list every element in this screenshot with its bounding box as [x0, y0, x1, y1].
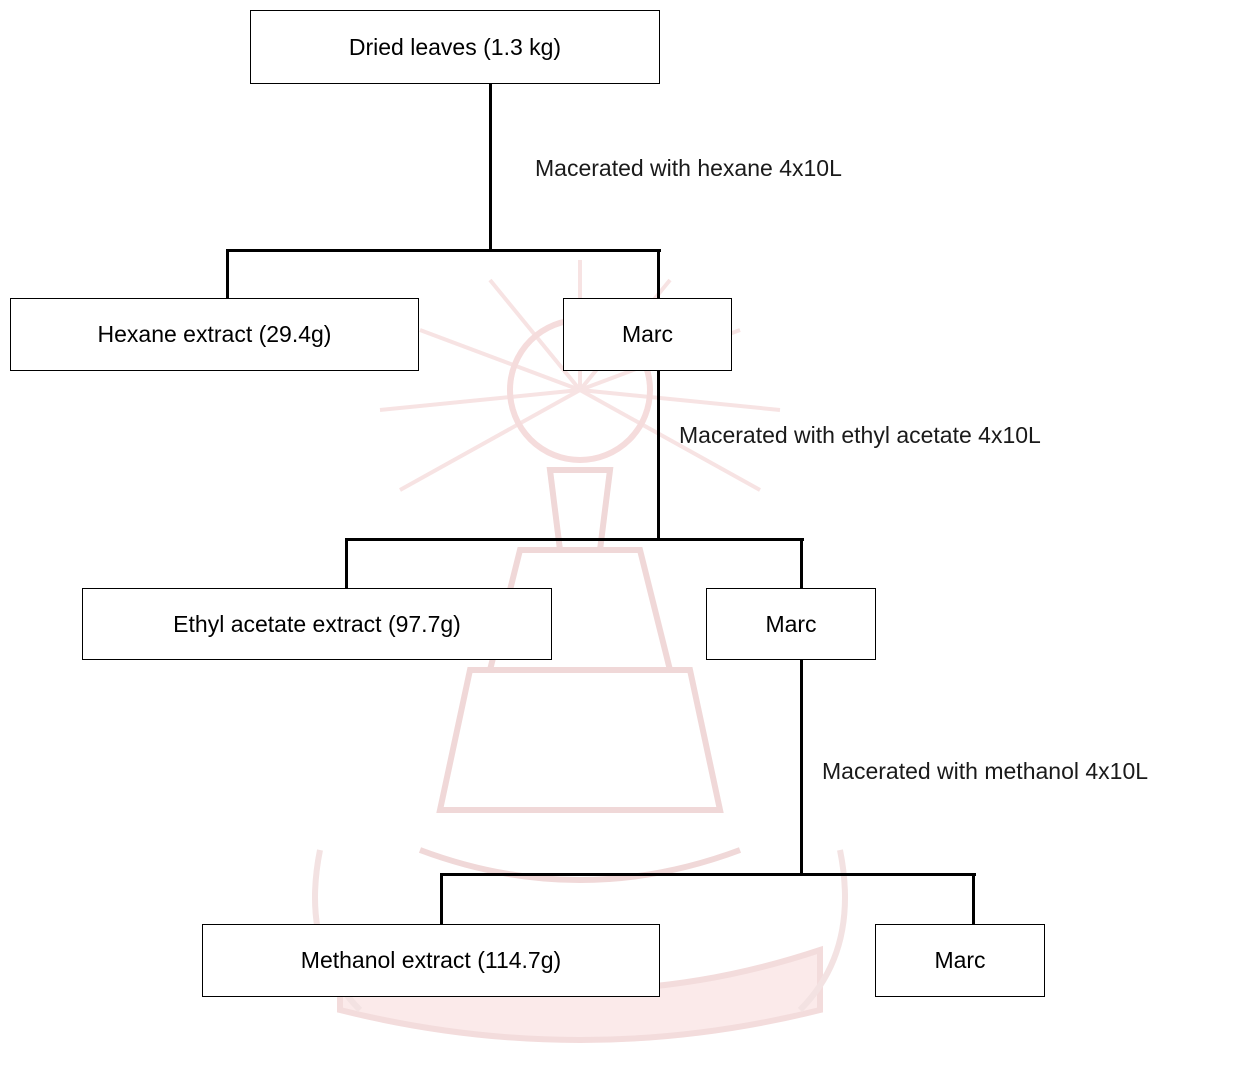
ethyl-acetate-extract-label: Ethyl acetate extract (97.7g): [173, 610, 461, 637]
methanol-extract-box: Methanol extract (114.7g): [202, 924, 660, 997]
dried-leaves-label: Dried leaves (1.3 kg): [348, 33, 562, 60]
marc-label-2: Marc: [765, 610, 817, 637]
connector-to-marc-2: [800, 538, 803, 589]
connector-start-down: [489, 83, 492, 250]
marc-label-1: Marc: [621, 321, 674, 347]
connector-to-marc-3: [972, 873, 975, 925]
marc-box-3: Marc: [875, 924, 1045, 997]
dried-leaves-box: Dried leaves (1.3 kg): [250, 10, 660, 84]
connector-split-1: [227, 249, 661, 252]
step-label-hexane: Macerated with hexane 4x10L: [535, 155, 842, 181]
hexane-extract-box: Hexane extract (29.4g): [10, 298, 419, 371]
methanol-extract-label: Methanol extract (114.7g): [300, 947, 562, 973]
marc-label-3: Marc: [934, 947, 986, 973]
step-label-ethyl-acetate: Macerated with ethyl acetate 4x10L: [679, 422, 1041, 448]
hexane-extract-label: Hexane extract (29.4g): [97, 321, 332, 347]
marc-box-2: Marc: [706, 588, 876, 660]
connector-to-ethyl-extract: [345, 538, 348, 589]
connector-to-marc-1: [657, 249, 660, 299]
ethyl-acetate-extract-box: Ethyl acetate extract (97.7g): [82, 588, 552, 660]
step-label-methanol: Macerated with methanol 4x10L: [822, 758, 1149, 784]
connector-marc-1-down: [657, 370, 660, 540]
connector-marc-2-down: [800, 659, 803, 875]
connector-split-3: [441, 873, 976, 876]
connector-to-methanol-extract: [440, 873, 443, 925]
connector-to-hexane-extract: [226, 249, 229, 299]
connector-split-2: [346, 538, 804, 541]
marc-box-1: Marc: [563, 298, 732, 371]
